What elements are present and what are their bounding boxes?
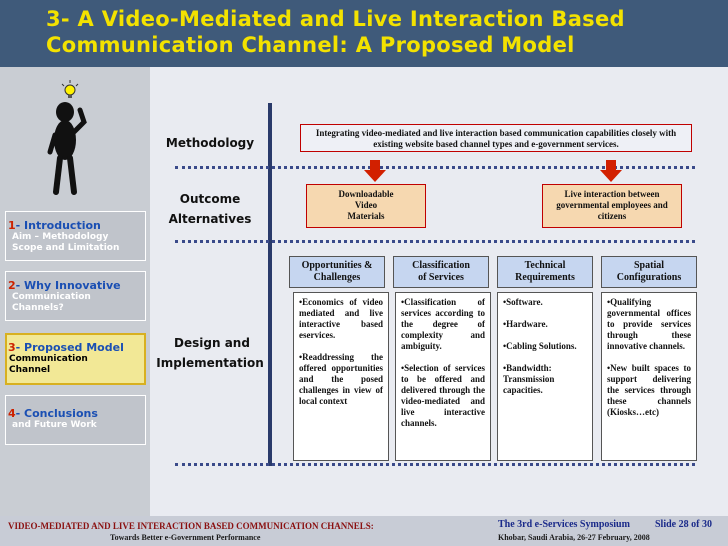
header-line: Classification [412,260,470,271]
nav-label: - Conclusions [15,407,98,420]
row-divider [175,463,695,466]
footer [0,516,728,546]
title-line-2: Communication Channel: A Proposed Model [46,33,575,57]
header-line: Configurations [616,272,682,283]
list-item: •Qualifying governmental offices to prov… [607,297,691,351]
column-header-spatial: Spatial Configurations [601,256,697,288]
column-header-technical: Technical Requirements [497,256,593,288]
list-item: •Economics of video mediated and live in… [299,297,383,340]
nav-number: 1 [8,219,16,232]
alt-line: Materials [347,211,385,221]
footer-paper-subtitle: Towards Better e-Government Performance [110,533,261,542]
alternative-live-interaction: Live interaction between governmental em… [542,184,682,228]
nav-sub: Channels? [12,303,64,313]
alt-line: Live interaction between [564,189,660,199]
methodology-box: Integrating video-mediated and live inte… [300,124,692,152]
footer-location: Khobar, Saudi Arabia, 26-27 February, 20… [498,533,650,542]
row-divider [175,166,695,169]
nav-label: - Why Innovative [15,279,121,292]
nav-sub: Aim – Methodology [12,232,109,242]
list-item: •Bandwidth: Transmission capacities. [503,363,555,395]
row-label-design: Design and [174,336,250,350]
column-header-opportunities: Opportunities & Challenges [289,256,385,288]
title-bar: 3- A Video-Mediated and Live Interaction… [0,0,728,67]
nav-sub: Communication [12,292,91,302]
row-label-outcome: Outcome [179,192,241,206]
list-item: •Hardware. [503,319,548,329]
nav-label: - Proposed Model [15,341,124,354]
footer-symposium: The 3rd e-Services Symposium [498,519,630,530]
alt-line: Video [354,200,378,210]
footer-paper-title: VIDEO-MEDIATED AND LIVE INTERACTION BASE… [8,521,374,531]
header-line: Spatial [633,260,664,271]
nav-label: - Introduction [15,219,101,232]
nav-introduction[interactable]: 1- Introduction Aim – Methodology Scope … [5,211,146,261]
light-bulb-icon [61,80,79,98]
column-opportunities: •Economics of video mediated and live in… [293,292,389,461]
thinking-person-icon [47,80,87,195]
list-item: •Cabling Solutions. [503,341,577,351]
header-line: Challenges [313,272,361,283]
nav-number: 2 [8,279,16,292]
column-header-classification: Classification of Services [393,256,489,288]
alternative-video-materials: Downloadable Video Materials [306,184,426,228]
alt-line: citizens [597,211,627,221]
alt-line: governmental employees and [556,200,668,210]
list-item: •Software. [503,297,543,307]
nav-sub: Communication [9,354,88,364]
vertical-divider [268,103,272,466]
nav-sub: and Future Work [12,420,97,430]
header-line: Opportunities & [301,260,373,271]
nav-why-innovative[interactable]: 2- Why Innovative Communication Channels… [5,271,146,321]
down-arrow-icon [364,160,386,182]
list-item: •Selection of services to be offered and… [401,363,485,428]
nav-sub: Channel [9,365,51,375]
row-divider [175,240,695,243]
nav-number: 4 [8,407,16,420]
header-line: Requirements [515,272,575,283]
row-label-alternatives: Alternatives [168,212,252,226]
column-technical: •Software. •Hardware. •Cabling Solutions… [497,292,593,461]
alt-line: Downloadable [338,189,394,199]
column-classification: •Classification of services according to… [395,292,491,461]
list-item: •Classification of services according to… [401,297,485,351]
slide-title: 3- A Video-Mediated and Live Interaction… [46,6,706,58]
list-item: •Readdressing the offered opportunities … [299,352,383,406]
nav-sub: Scope and Limitation [12,243,120,253]
list-item: •New built spaces to support delivering … [607,363,691,417]
row-label-implementation: Implementation [156,356,264,370]
header-line: Technical [524,260,566,271]
column-spatial: •Qualifying governmental offices to prov… [601,292,697,461]
row-label-methodology: Methodology [165,136,255,150]
header-line: of Services [418,272,464,283]
nav-conclusions[interactable]: 4- Conclusions and Future Work [5,395,146,445]
nav-number: 3 [8,341,16,354]
nav-proposed-model[interactable]: 3- Proposed Model Communication Channel [5,333,146,385]
down-arrow-icon [600,160,622,182]
footer-slide-number: Slide 28 of 30 [655,519,712,530]
title-line-1: 3- A Video-Mediated and Live Interaction… [46,7,625,31]
